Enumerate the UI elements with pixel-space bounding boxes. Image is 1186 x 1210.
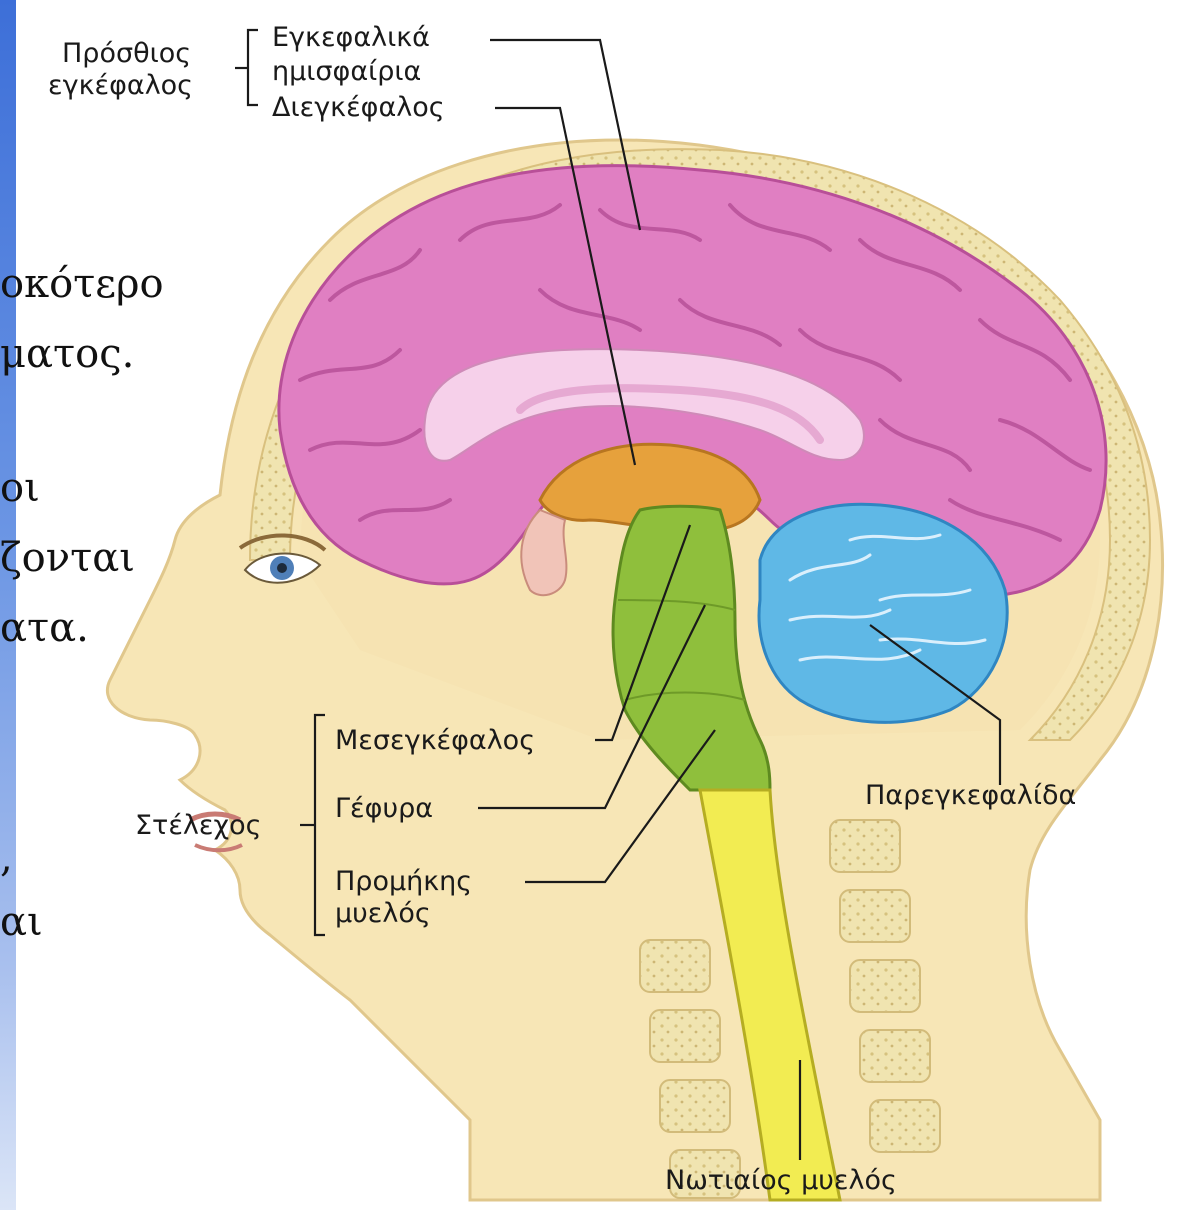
label-cerebellum: Παρεγκεφαλίδα (865, 780, 1076, 811)
label-hemispheres-line1: Εγκεφαλικά (272, 22, 430, 53)
label-forebrain-line2: εγκέφαλος (48, 70, 193, 101)
label-spinal-cord: Νωτιαίος μυελός (665, 1165, 897, 1196)
label-medulla-line2: μυελός (335, 898, 431, 929)
label-forebrain-line1: Πρόσθιος (62, 38, 191, 69)
label-diencephalon: Διεγκέφαλος (272, 92, 445, 123)
label-medulla-line1: Προμήκης (335, 866, 472, 897)
label-brainstem: Στέλεχος (135, 810, 261, 841)
label-midbrain: Μεσεγκέφαλος (335, 725, 535, 756)
label-pons: Γέφυρα (335, 793, 433, 824)
label-hemispheres-line2: ημισφαίρια (272, 56, 421, 87)
